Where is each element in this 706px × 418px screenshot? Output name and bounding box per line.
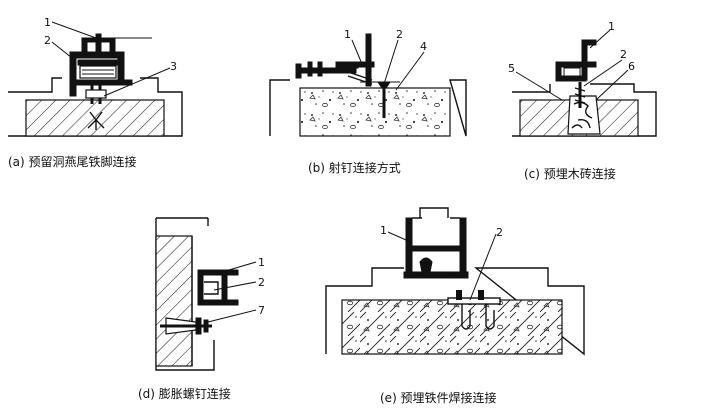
callout-b-4: 4: [420, 40, 427, 53]
callout-c-5: 5: [508, 62, 515, 75]
panel-d: 1 2 7: [155, 217, 265, 371]
callout-b-1: 1: [344, 28, 351, 41]
caption-d: (d) 膨胀螺钉连接: [138, 386, 231, 401]
panel-c: 1 2 5 6: [508, 20, 657, 137]
callout-c-2: 2: [620, 48, 627, 61]
callout-d-2: 2: [258, 276, 265, 289]
callout-c-1: 1: [608, 20, 615, 33]
callout-b-2: 2: [396, 28, 403, 41]
callout-d-1: 1: [258, 256, 265, 269]
caption-c: (c) 预埋木砖连接: [524, 166, 616, 181]
callout-e-2: 2: [496, 226, 503, 239]
caption-e: (e) 预埋铁件焊接连接: [380, 390, 497, 405]
callout-c-6: 6: [628, 60, 635, 73]
callout-a-3: 3: [170, 60, 177, 73]
callout-a-1: 1: [44, 16, 51, 29]
caption-a: (a) 预留洞燕尾铁脚连接: [8, 154, 137, 169]
panel-e: 1 2: [325, 207, 585, 356]
panel-b: 1 2 4: [269, 28, 467, 137]
callout-a-2: 2: [44, 34, 51, 47]
callout-e-1: 1: [380, 224, 387, 237]
callout-d-7: 7: [258, 304, 265, 317]
caption-b: (b) 射钉连接方式: [308, 160, 401, 175]
panel-a: 1 2 3: [8, 16, 183, 137]
